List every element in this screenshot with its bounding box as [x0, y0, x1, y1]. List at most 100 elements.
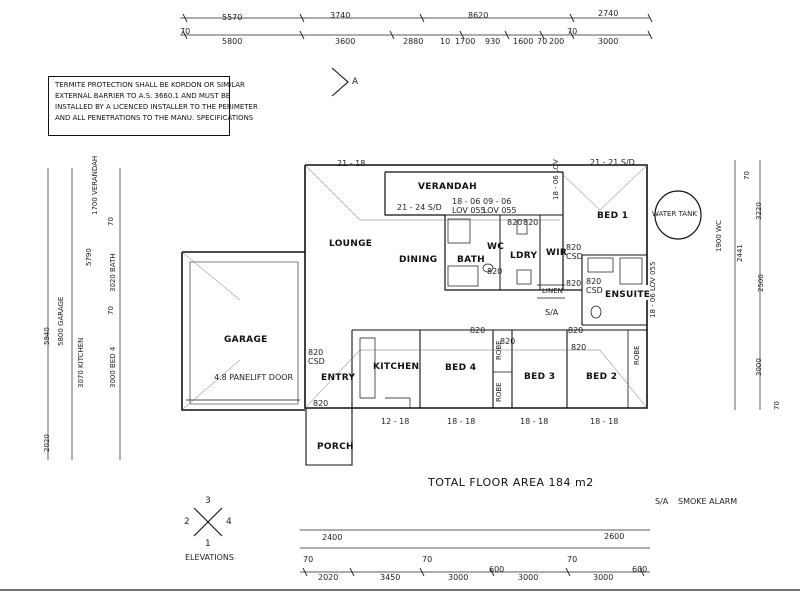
- window-label: 18 - 06: [452, 197, 481, 206]
- room-lounge: LOUNGE: [329, 239, 373, 249]
- dim-10: 10: [440, 37, 451, 46]
- dim-2441: 2441: [736, 244, 744, 262]
- dim-600: 600: [489, 565, 505, 574]
- elevation-2: 2: [184, 517, 190, 527]
- dim-1900-wc: 1900 WC: [715, 220, 723, 252]
- room-wc: WC: [487, 242, 505, 252]
- garage-door-label: 4.8 PANELIFT DOOR: [214, 373, 294, 382]
- smoke-alarm-mark: S/A: [545, 308, 559, 317]
- dim-200: 200: [549, 37, 565, 46]
- window-label: 18 - 06 LOV: [552, 159, 560, 200]
- dim-2400: 2400: [322, 533, 343, 542]
- room-dining: DINING: [399, 255, 438, 265]
- room-bed-3: BED 3: [524, 372, 556, 382]
- room-bed-4: BED 4: [445, 363, 477, 373]
- room-linen: LINEN: [542, 287, 563, 295]
- dim-70: 70: [107, 217, 115, 226]
- dim-5940: 5940: [43, 327, 51, 345]
- dim-70: 70: [107, 306, 115, 315]
- window-label: LOV 055: [483, 206, 517, 215]
- dim-3220: 3220: [755, 202, 763, 220]
- dim-70: 70: [743, 171, 751, 180]
- door-label: 820: [308, 348, 324, 357]
- room-robe: ROBE: [495, 382, 503, 402]
- legend-sa-key: S/A: [655, 497, 669, 506]
- window-label: 18 - 18: [590, 417, 619, 426]
- legend-sa-text: SMOKE ALARM: [678, 497, 738, 506]
- window-label: 18 - 18: [447, 417, 476, 426]
- dim-930: 930: [485, 37, 501, 46]
- dim-70: 70: [537, 37, 548, 46]
- door-label: 820: [487, 267, 503, 276]
- dim-3600: 3600: [335, 37, 356, 46]
- dim-1600: 1600: [513, 37, 534, 46]
- elevation-4: 4: [226, 517, 232, 527]
- dim-3000-bed4: 3000 BED 4: [109, 346, 117, 388]
- window-label: 18 - 18: [520, 417, 549, 426]
- room-bath: BATH: [457, 255, 485, 265]
- door-label: CSD: [586, 286, 603, 295]
- dim-8620: 8620: [468, 11, 489, 20]
- dim-70: 70: [773, 401, 781, 410]
- door-label: 820: [313, 399, 329, 408]
- dim-2880: 2880: [403, 37, 424, 46]
- window-label: 21 - 21 S/D: [590, 158, 635, 167]
- total-floor-area: TOTAL FLOOR AREA 184 m2: [428, 476, 594, 489]
- dim-70: 70: [422, 555, 433, 564]
- dim-5800-garage: 5800 GARAGE: [57, 296, 65, 346]
- door-label: 820: [500, 337, 516, 346]
- dim-1700-verandah: 1700 VERANDAH: [91, 155, 99, 215]
- dim-3000: 3000: [598, 37, 619, 46]
- door-label: 820: [566, 279, 582, 288]
- dim-5800: 5800: [222, 37, 243, 46]
- termite-protection-note: TERMITE PROTECTION SHALL BE KORDON OR SI…: [48, 76, 258, 136]
- window-label: LOV 055: [452, 206, 486, 215]
- dim-2020: 2020: [318, 573, 339, 582]
- dim-5570: 5570: [222, 13, 243, 22]
- door-label: 820: [523, 218, 539, 227]
- door-label: 820: [566, 243, 582, 252]
- window-label: 21 - 18: [337, 159, 366, 168]
- elevation-3: 3: [205, 496, 211, 506]
- dim-3070-kitchen: 3070 KITCHEN: [77, 337, 85, 388]
- room-robe: ROBE: [633, 345, 641, 365]
- door-label: 820: [568, 326, 584, 335]
- door-label: CSD: [566, 252, 583, 261]
- dim-70: 70: [180, 27, 191, 36]
- note-line-1: TERMITE PROTECTION SHALL BE KORDON OR SI…: [55, 81, 245, 89]
- dim-3000: 3000: [448, 573, 469, 582]
- note-line-3: INSTALLED BY A LICENCED INSTALLER TO THE…: [55, 103, 258, 111]
- room-ldry: LDRY: [510, 251, 538, 261]
- dim-2600: 2600: [604, 532, 625, 541]
- room-bed-2: BED 2: [586, 372, 618, 382]
- dim-1700: 1700: [455, 37, 476, 46]
- dim-3000: 3000: [518, 573, 539, 582]
- room-garage: GARAGE: [224, 335, 268, 345]
- dim-3020-bath: 3020 BATH: [109, 253, 117, 292]
- window-label: 09 - 06: [483, 197, 512, 206]
- dim-70: 70: [567, 555, 578, 564]
- dim-2500: 2500: [757, 274, 765, 292]
- window-label: 18 - 06 LOV 055: [649, 261, 657, 318]
- window-label: 21 - 24 S/D: [397, 203, 442, 212]
- note-line-4: AND ALL PENETRATIONS TO THE MANU. SPECIF…: [55, 114, 254, 122]
- dim-70: 70: [303, 555, 314, 564]
- dim-3740: 3740: [330, 11, 351, 20]
- door-label: 820: [470, 326, 486, 335]
- dim-70: 70: [567, 27, 578, 36]
- dim-3000: 3000: [593, 573, 614, 582]
- room-ensuite: ENSUITE: [605, 290, 651, 300]
- dim-3000: 3000: [755, 358, 763, 376]
- room-verandah: VERANDAH: [418, 182, 477, 192]
- room-porch: PORCH: [317, 442, 354, 452]
- dim-2740: 2740: [598, 9, 619, 18]
- dim-5790: 5790: [85, 248, 93, 266]
- room-entry: ENTRY: [321, 373, 356, 383]
- room-kitchen: KITCHEN: [373, 362, 420, 372]
- room-bed-1: BED 1: [597, 211, 629, 221]
- door-label: 820: [571, 343, 587, 352]
- dim-2020: 2020: [43, 434, 51, 452]
- door-label: CSD: [308, 357, 325, 366]
- elevations-label: ELEVATIONS: [185, 553, 234, 562]
